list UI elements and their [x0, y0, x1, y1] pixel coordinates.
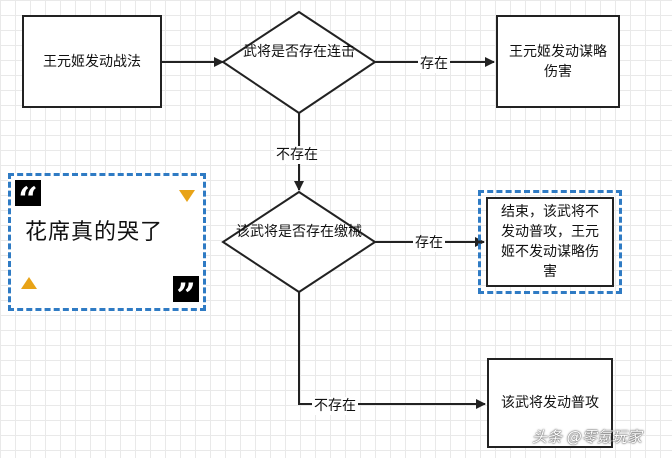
triangle-down-icon [179, 190, 195, 202]
triangle-up-icon [21, 277, 37, 289]
quote-card: “ 花席真的哭了 ” [8, 173, 206, 311]
node-start-label: 王元姬发动战法 [43, 53, 141, 70]
edge-label-exists-2: 存在 [413, 234, 445, 252]
edge-label-not-exists-2: 不存在 [312, 397, 358, 415]
edge-label-exists-1: 存在 [418, 55, 450, 73]
end-node-highlight [478, 190, 622, 294]
quote-text: 花席真的哭了 [25, 220, 164, 245]
node-combo-damage: 王元姬发动谋略伤害 [496, 15, 620, 108]
node-combo-damage-label: 王元姬发动谋略伤害 [509, 43, 607, 80]
node-normal-attack-label: 该武将发动普攻 [501, 395, 599, 411]
node-end-no-attack: 结束，该武将不发动普攻，王元姬不发动谋略伤害 [486, 197, 614, 287]
decision-diamond-disarm [221, 190, 377, 294]
node-end-no-attack-label: 结束，该武将不发动普攻，王元姬不发动谋略伤害 [501, 204, 599, 280]
node-normal-attack: 该武将发动普攻 [487, 358, 613, 448]
edge-label-not-exists-1: 不存在 [274, 146, 320, 164]
watermark: 头条 @零氪玩家 [532, 428, 642, 446]
node-check-disarm-label: 该武将是否存在缴械 [236, 224, 362, 240]
close-quote-icon: ” [173, 276, 199, 302]
open-quote-icon: “ [15, 180, 41, 206]
decision-diamond-combo [221, 10, 377, 115]
node-check-combo-label: 武将是否存在连击 [243, 44, 355, 60]
node-start: 王元姬发动战法 [22, 15, 162, 108]
arrow-disarm-not-exists [298, 292, 486, 409]
